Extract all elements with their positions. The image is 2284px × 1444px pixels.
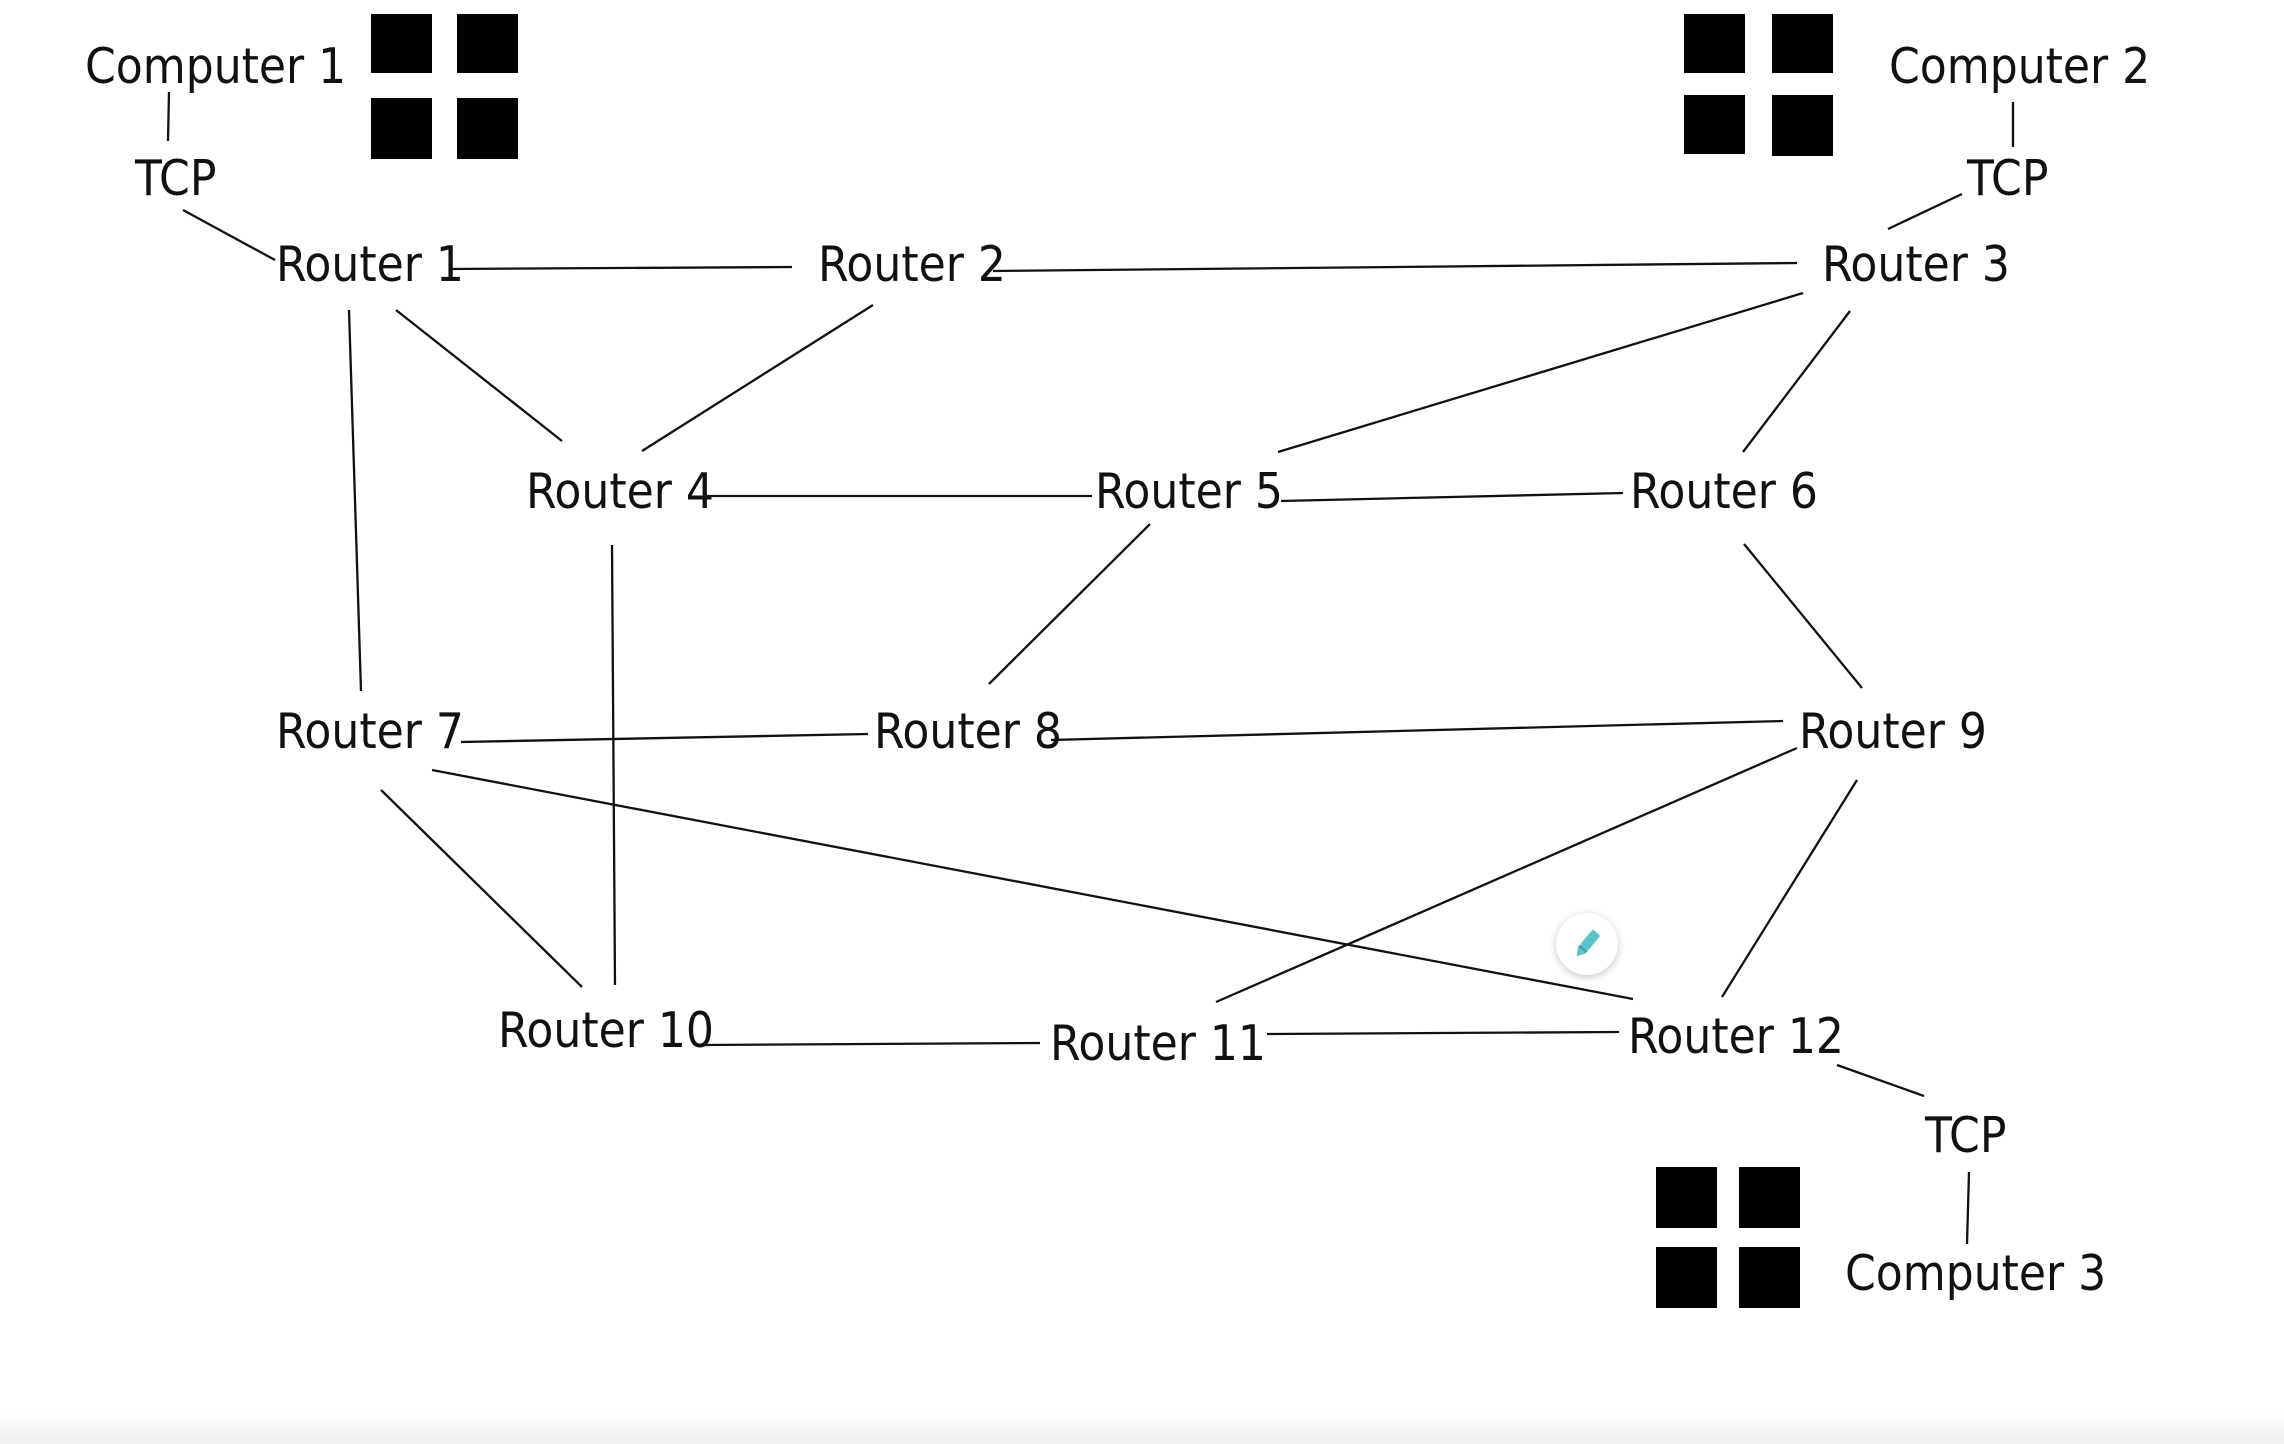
pencil-icon	[1576, 930, 1600, 957]
edge-router6-router9	[1743, 543, 1863, 689]
node-router-11[interactable]: Router 11	[1050, 1015, 1266, 1072]
edge-router5-router6	[1280, 491, 1624, 503]
node-computer-1[interactable]: Computer 1	[85, 38, 346, 95]
node-router-5[interactable]: Router 5	[1095, 463, 1283, 520]
edge-router7-router10	[380, 789, 583, 988]
edge-router12-tcp3	[1836, 1063, 1925, 1098]
edge-router8-router9	[1050, 719, 1784, 742]
edge-router5-router8	[988, 523, 1151, 685]
windows-logo-icon	[1684, 14, 1833, 156]
edge-router3-router5	[1277, 291, 1804, 454]
edge-router7-router12	[431, 768, 1634, 1001]
edge-router9-router11	[1215, 746, 1798, 1004]
node-router-6[interactable]: Router 6	[1630, 463, 1818, 520]
node-computer-3[interactable]: Computer 3	[1845, 1245, 2106, 1302]
windows-logo-icon	[371, 14, 518, 159]
node-router-12[interactable]: Router 12	[1628, 1008, 1844, 1065]
edge-router10-router11	[703, 1041, 1041, 1047]
edge-tcp1-router1	[182, 208, 276, 262]
node-router-2[interactable]: Router 2	[818, 236, 1006, 293]
node-tcp-2[interactable]: TCP	[1966, 150, 2048, 207]
edge-router1-router4	[395, 309, 563, 442]
edge-router4-router10	[610, 544, 617, 986]
edge-tcp2-router3	[1887, 192, 1963, 231]
edge-router1-router2	[449, 265, 793, 271]
edges	[166, 91, 2015, 1245]
node-computer-2[interactable]: Computer 2	[1889, 38, 2150, 95]
edge-router7-router8	[460, 732, 869, 744]
edge-router11-router12	[1266, 1030, 1620, 1036]
edge-computer1-tcp1	[166, 91, 171, 142]
edge-router2-router3	[992, 261, 1798, 273]
node-router-10[interactable]: Router 10	[498, 1002, 714, 1059]
edge-router9-router12	[1721, 779, 1858, 998]
node-router-7[interactable]: Router 7	[276, 703, 464, 760]
edge-tcp3-computer3	[1965, 1171, 1971, 1245]
edit-button[interactable]	[1556, 913, 1618, 975]
bottom-scroll-shadow	[0, 1414, 2284, 1444]
node-router-1[interactable]: Router 1	[276, 236, 464, 293]
windows-logo-icon	[1656, 1167, 1800, 1308]
node-tcp-3[interactable]: TCP	[1924, 1107, 2006, 1164]
node-router-8[interactable]: Router 8	[874, 703, 1062, 760]
node-router-4[interactable]: Router 4	[526, 463, 714, 520]
edge-router3-router6	[1742, 310, 1851, 453]
edge-router1-router7	[347, 309, 363, 692]
node-tcp-1[interactable]: TCP	[134, 150, 216, 207]
edge-router2-router4	[641, 304, 874, 452]
node-labels: Computer 1 TCP Router 1 Router 2 Router …	[85, 38, 2150, 1302]
node-router-9[interactable]: Router 9	[1799, 703, 1987, 760]
node-router-3[interactable]: Router 3	[1822, 236, 2010, 293]
